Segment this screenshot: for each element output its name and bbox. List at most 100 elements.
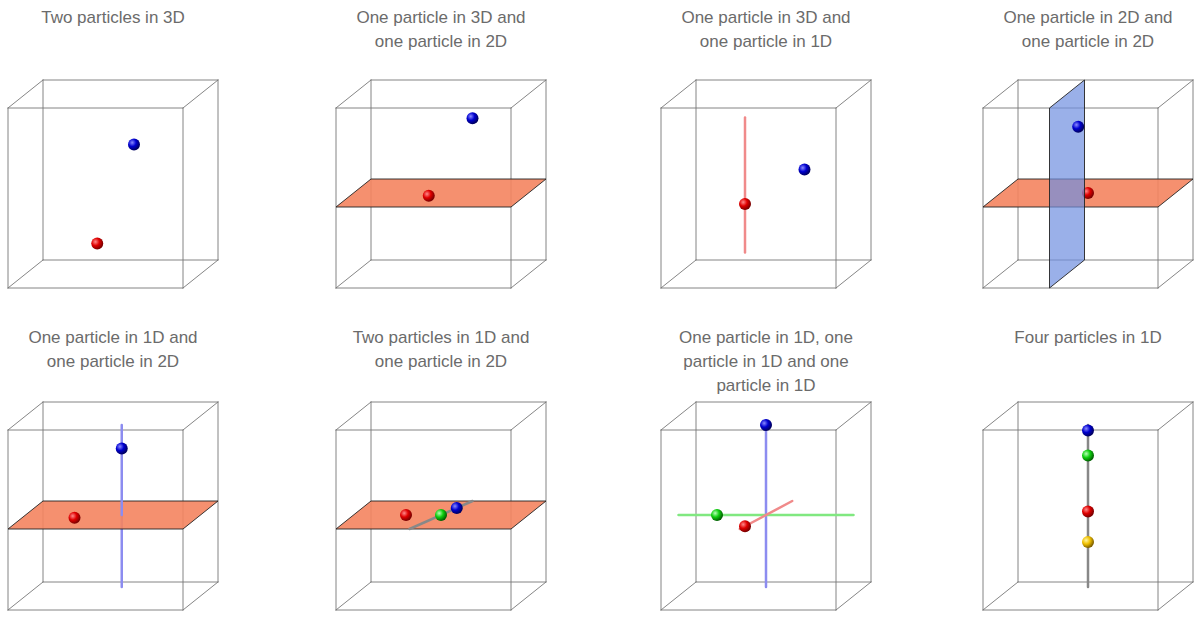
box-edge	[983, 108, 984, 288]
yellow-particle	[1082, 536, 1094, 548]
box-edge	[1018, 402, 1019, 582]
box-edge	[1158, 80, 1193, 108]
box-edge	[336, 108, 337, 288]
blue-particle	[799, 164, 811, 176]
box-edge	[336, 108, 511, 109]
box-edge	[336, 582, 371, 610]
box-edge	[43, 402, 44, 582]
panel-title: One particle in 2D and one particle in 2…	[993, 6, 1183, 54]
box-edge	[983, 582, 1018, 610]
box-edge	[8, 430, 9, 610]
box-edge	[661, 402, 696, 430]
box-edge	[336, 288, 511, 289]
green-particle	[711, 509, 723, 521]
box-edge	[8, 288, 183, 289]
box-edge	[661, 288, 836, 289]
blue-particle	[116, 442, 128, 454]
box-edge	[1018, 402, 1193, 403]
box-edge	[661, 108, 662, 288]
blue-track	[765, 425, 768, 587]
box-edge	[661, 108, 836, 109]
box-edge	[336, 430, 511, 431]
red-track	[744, 118, 747, 253]
box-edge	[43, 80, 44, 260]
box-edge	[336, 80, 371, 108]
box-edge	[218, 402, 219, 582]
red-particle	[400, 509, 412, 521]
box-edge	[983, 430, 984, 610]
box-edge	[511, 582, 546, 610]
red-particle	[739, 520, 751, 532]
box-edge	[1018, 260, 1193, 261]
box-edge	[696, 402, 871, 403]
green-particle	[1082, 450, 1094, 462]
red-particle	[739, 198, 751, 210]
box-edge	[371, 402, 546, 403]
blue-track	[121, 425, 124, 515]
box-edge	[336, 260, 371, 288]
box-edge	[8, 80, 43, 108]
box-edge	[8, 610, 183, 611]
box-edge	[871, 80, 872, 260]
green-particle	[435, 509, 447, 521]
box-edge	[183, 260, 218, 288]
box-edge	[983, 260, 1018, 288]
box-edge	[336, 430, 337, 610]
box-edge	[661, 430, 836, 431]
box-edge	[371, 260, 546, 261]
box-edge	[371, 402, 372, 582]
horizontal-plane	[983, 179, 1193, 207]
box-edge	[696, 582, 871, 583]
box-edge	[661, 430, 662, 610]
box-edge	[371, 80, 546, 81]
box-edge	[983, 430, 1158, 431]
panel-title: Two particles in 3D	[18, 6, 208, 30]
box-edge	[1158, 402, 1193, 430]
box-edge	[183, 402, 218, 430]
blue-particle	[760, 419, 772, 431]
horizontal-plane	[336, 179, 546, 207]
box-edge	[8, 582, 43, 610]
box-edge	[661, 80, 696, 108]
red-particle	[91, 238, 103, 250]
box-edge	[511, 80, 546, 108]
box-edge	[183, 108, 184, 288]
panel-title: One particle in 1D and one particle in 2…	[18, 326, 208, 374]
panel-title: Two particles in 1D and one particle in …	[346, 326, 536, 374]
box-edge	[1158, 582, 1193, 610]
panel-title: One particle in 3D and one particle in 1…	[671, 6, 861, 54]
box-edge	[183, 80, 218, 108]
box-edge	[8, 108, 183, 109]
box-edge	[983, 402, 1018, 430]
box-edge	[43, 402, 218, 403]
box-edge	[511, 402, 546, 430]
box-edge	[1158, 430, 1159, 610]
box-edge	[218, 80, 219, 260]
blue-particle	[1072, 121, 1084, 133]
panel-title: Four particles in 1D	[993, 326, 1183, 350]
box-edge	[696, 80, 871, 81]
box-edge	[546, 402, 547, 582]
box-edge	[371, 80, 372, 260]
vertical-plane	[1050, 80, 1085, 288]
panel-title: One particle in 3D and one particle in 2…	[346, 6, 536, 54]
blue-particle	[128, 138, 140, 150]
box-edge	[661, 610, 836, 611]
blue-particle	[1082, 424, 1094, 436]
box-edge	[836, 430, 837, 610]
box-edge	[983, 80, 1018, 108]
box-edge	[183, 582, 218, 610]
box-edge	[983, 288, 1158, 289]
box-edge	[8, 430, 183, 431]
red-particle	[423, 190, 435, 202]
box-edge	[8, 402, 43, 430]
box-edge	[696, 260, 871, 261]
box-edge	[696, 402, 697, 582]
box-edge	[511, 260, 546, 288]
box-edge	[43, 582, 218, 583]
box-edge	[546, 80, 547, 260]
grey-track	[410, 501, 473, 529]
box-edge	[1193, 402, 1194, 582]
box-edge	[8, 260, 43, 288]
